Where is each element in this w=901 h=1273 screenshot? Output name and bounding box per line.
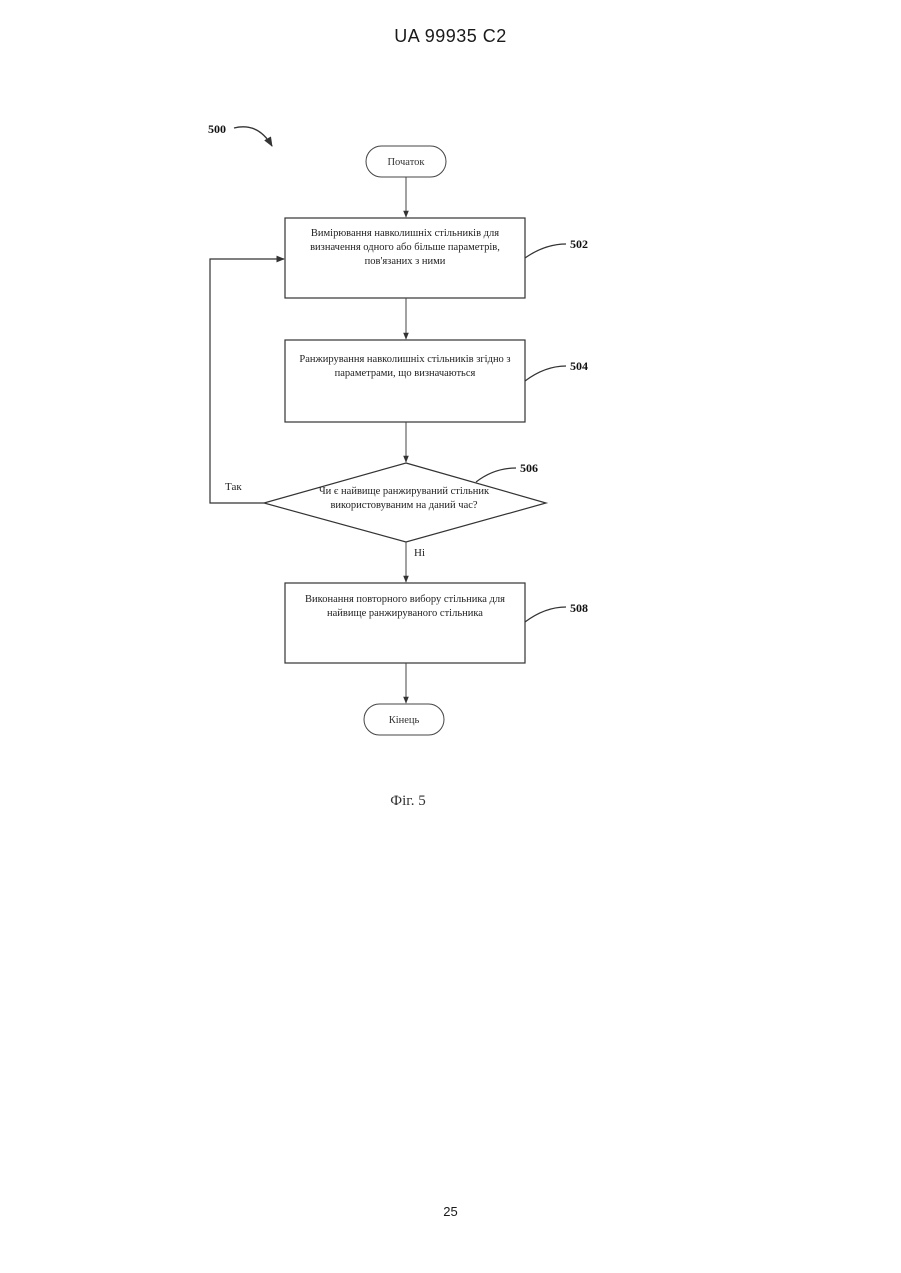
ref-504: 504 [570,359,588,373]
decision-506-line-1: Чи є найвище ранжируваний стільник [319,486,490,497]
box-502-line-1: Вимірювання навколишніх стільників для [311,228,499,239]
edge-yes-label: Так [225,481,242,493]
ref-502: 502 [570,237,588,251]
ref-506: 506 [520,461,538,475]
decision-506-line-2: використовуваним на даний час? [330,500,477,511]
page-number: 25 [0,1204,901,1219]
end-label: Кінець [389,715,420,726]
process-box-504 [285,340,525,422]
box-504-line-2: параметрами, що визначаються [335,368,476,379]
ref-508: 508 [570,601,588,615]
box-508-line-1: Виконання повторного вибору стільника дл… [305,594,505,605]
box-508-line-2: найвище ранжируваного стільника [327,608,483,619]
box-504-line-1: Ранжирування навколишніх стільників згід… [299,354,510,365]
leader-508 [525,607,566,622]
start-label: Початок [387,157,425,168]
leader-506 [476,468,516,482]
box-502-line-3: пов'язаних з ними [365,256,446,267]
figure-ref-label: 500 [208,122,226,136]
box-502-line-2: визначення одного або більше параметрів, [310,242,500,253]
figure-caption: Фіг. 5 [390,793,425,809]
edge-no-label: Ні [414,547,425,559]
leader-502 [525,244,566,258]
leader-504 [525,366,566,381]
edge-yes-loop [210,259,284,503]
figure-ref-arrow [234,127,272,146]
